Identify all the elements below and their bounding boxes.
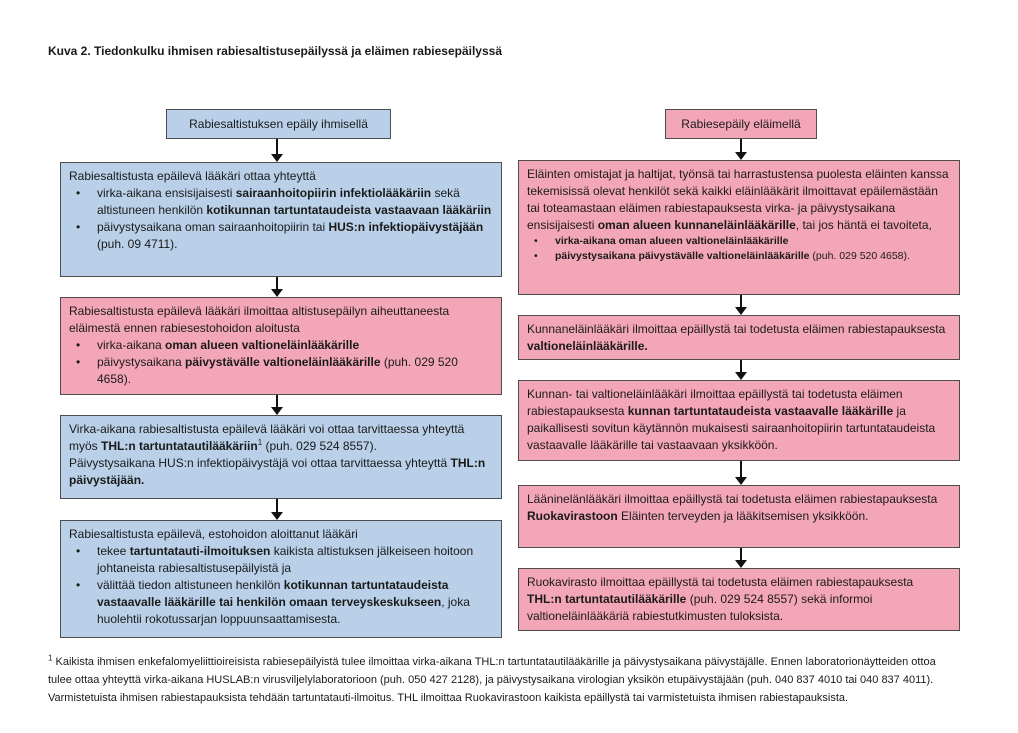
list-item: päivystysaikana päivystävälle valtionelä… (76, 354, 493, 388)
arrow-down (271, 139, 283, 162)
list-item: päivystysaikana oman sairaanhoitopiirin … (76, 219, 493, 253)
list-item: tekee tartuntatauti-ilmoituksen kaikista… (76, 543, 493, 577)
box-text: Lääninelänlääkäri ilmoittaa epäillystä t… (527, 492, 938, 523)
left-box-report-animal: Rabiesaltistusta epäilevä lääkäri ilmoit… (60, 297, 502, 395)
arrow-down (735, 360, 747, 380)
bullet-list: virka-aikana oman alueen valtioneläinlää… (69, 337, 493, 388)
box-intro: Rabiesaltistusta epäilevä, estohoidon al… (69, 527, 358, 541)
box-text: Eläinten omistajat ja haltijat, työnsä t… (527, 167, 949, 232)
arrow-down (271, 499, 283, 520)
bullet-list: tekee tartuntatauti-ilmoituksen kaikista… (69, 543, 493, 628)
arrow-down (735, 461, 747, 485)
arrow-down (735, 548, 747, 568)
left-header-box: Rabiesaltistuksen epäily ihmisellä (166, 109, 391, 139)
right-header-box: Rabiesepäily eläimellä (665, 109, 817, 139)
left-box-contact-physician: Rabiesaltistusta epäilevä lääkäri ottaa … (60, 162, 502, 277)
list-item: virka-aikana ensisijaisesti sairaanhoito… (76, 185, 493, 219)
arrow-down (271, 277, 283, 297)
right-box-food-authority: Ruokavirasto ilmoittaa epäillystä tai to… (518, 568, 960, 631)
bullet-list: virka-aikana ensisijaisesti sairaanhoito… (69, 185, 493, 253)
left-box-thl-contact: Virka-aikana rabiesaltistusta epäilevä l… (60, 415, 502, 499)
arrow-down (271, 395, 283, 415)
list-item: virka-aikana oman alueen valtioneläinlää… (76, 337, 493, 354)
list-item: virka-aikana oman alueen valtioneläinlää… (534, 234, 951, 249)
arrow-down (735, 295, 747, 315)
left-box-treating-physician: Rabiesaltistusta epäilevä, estohoidon al… (60, 520, 502, 638)
footnote: 1 Kaikista ihmisen enkefalomyeliittioire… (48, 653, 948, 707)
right-box-animal-owners: Eläinten omistajat ja haltijat, työnsä t… (518, 160, 960, 295)
box-intro: Rabiesaltistusta epäilevä lääkäri ilmoit… (69, 304, 450, 335)
arrow-down (735, 139, 747, 160)
box-intro: Rabiesaltistusta epäilevä lääkäri ottaa … (69, 169, 316, 183)
bullet-list: virka-aikana oman alueen valtioneläinlää… (527, 234, 951, 264)
box-text: Kunnaneläinlääkäri ilmoittaa epäillystä … (527, 322, 946, 353)
box-text: Ruokavirasto ilmoittaa epäillystä tai to… (527, 575, 914, 623)
box-text: Kunnan- tai valtioneläinlääkäri ilmoitta… (527, 387, 936, 452)
list-item: välittää tiedon altistuneen henkilön kot… (76, 577, 493, 628)
footnote-text: Kaikista ihmisen enkefalomyeliittioireis… (48, 656, 936, 704)
right-box-state-vet: Kunnan- tai valtioneläinlääkäri ilmoitta… (518, 380, 960, 461)
right-header-text: Rabiesepäily eläimellä (681, 116, 801, 131)
left-header-text: Rabiesaltistuksen epäily ihmisellä (189, 116, 368, 131)
box-text: Päivystysaikana HUS:n infektiopäivystäjä… (69, 456, 486, 487)
figure-title: Kuva 2. Tiedonkulku ihmisen rabiesaltist… (48, 44, 502, 58)
right-box-provincial-vet: Lääninelänlääkäri ilmoittaa epäillystä t… (518, 485, 960, 548)
right-box-municipal-vet: Kunnaneläinlääkäri ilmoittaa epäillystä … (518, 315, 960, 360)
box-text: Virka-aikana rabiesaltistusta epäilevä l… (69, 422, 465, 453)
list-item: päivystysaikana päivystävälle valtionelä… (534, 249, 951, 264)
footnote-marker: 1 (48, 653, 53, 663)
